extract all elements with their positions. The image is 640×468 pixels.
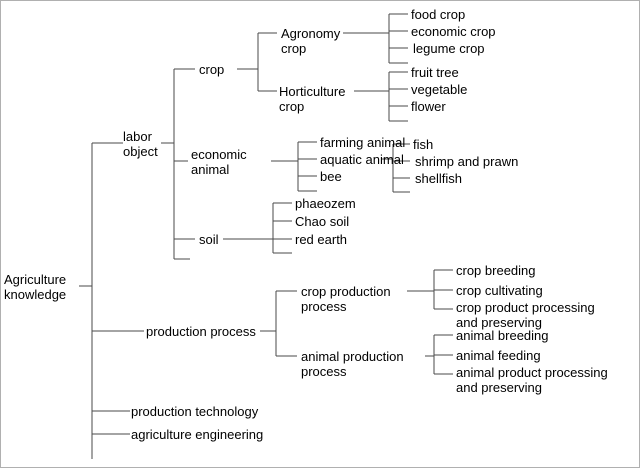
leaf-animal-feeding: animal feeding: [456, 348, 541, 363]
node-crop: crop: [199, 62, 225, 77]
node-aquatic-animal: aquatic animal: [320, 152, 404, 167]
node-agriculture-knowledge: Agriculture knowledge: [4, 272, 67, 302]
node-crop-production-process: crop production process: [301, 284, 391, 314]
leaf-economic-crop: economic crop: [411, 24, 496, 39]
node-farming-animal: farming animal: [320, 135, 406, 150]
leaf-flower: flower: [411, 99, 446, 114]
node-chao-soil: Chao soil: [295, 214, 350, 229]
node-animal-production-process: animal production process: [301, 349, 404, 379]
leaf-crop-breeding: crop breeding: [456, 263, 536, 278]
leaf-crop-cultivating: crop cultivating: [456, 283, 543, 298]
node-economic-animal: economic animal: [191, 147, 247, 177]
node-agronomy-crop: Agronomy crop: [281, 26, 341, 56]
node-production-process: production process: [146, 324, 256, 339]
node-horticulture-crop: Horticulture crop: [279, 84, 346, 114]
leaf-animal-product-processing-and-preserving: animal product processing and preserving: [456, 365, 608, 395]
leaf-legume-crop: legume crop: [413, 41, 485, 56]
node-labor-object: labor object: [123, 129, 158, 159]
node-phaeozem: phaeozem: [295, 196, 356, 211]
node-red-earth: red earth: [295, 232, 348, 247]
leaf-shrimp-and-prawn: shrimp and prawn: [415, 154, 519, 169]
leaf-food-crop: food crop: [411, 7, 466, 22]
leaf-shellfish: shellfish: [415, 171, 462, 186]
node-production-technology: production technology: [131, 404, 259, 419]
node-soil: soil: [199, 232, 219, 247]
node-agriculture-engineering: agriculture engineering: [131, 427, 264, 442]
node-bee: bee: [320, 169, 342, 184]
leaf-animal-breeding: animal breeding: [456, 328, 549, 343]
leaf-crop-product-processing-and-preserving: crop product processing and preserving: [456, 300, 595, 330]
leaf-fish: fish: [413, 137, 434, 152]
leaf-vegetable: vegetable: [411, 82, 468, 97]
leaf-fruit-tree: fruit tree: [411, 65, 459, 80]
